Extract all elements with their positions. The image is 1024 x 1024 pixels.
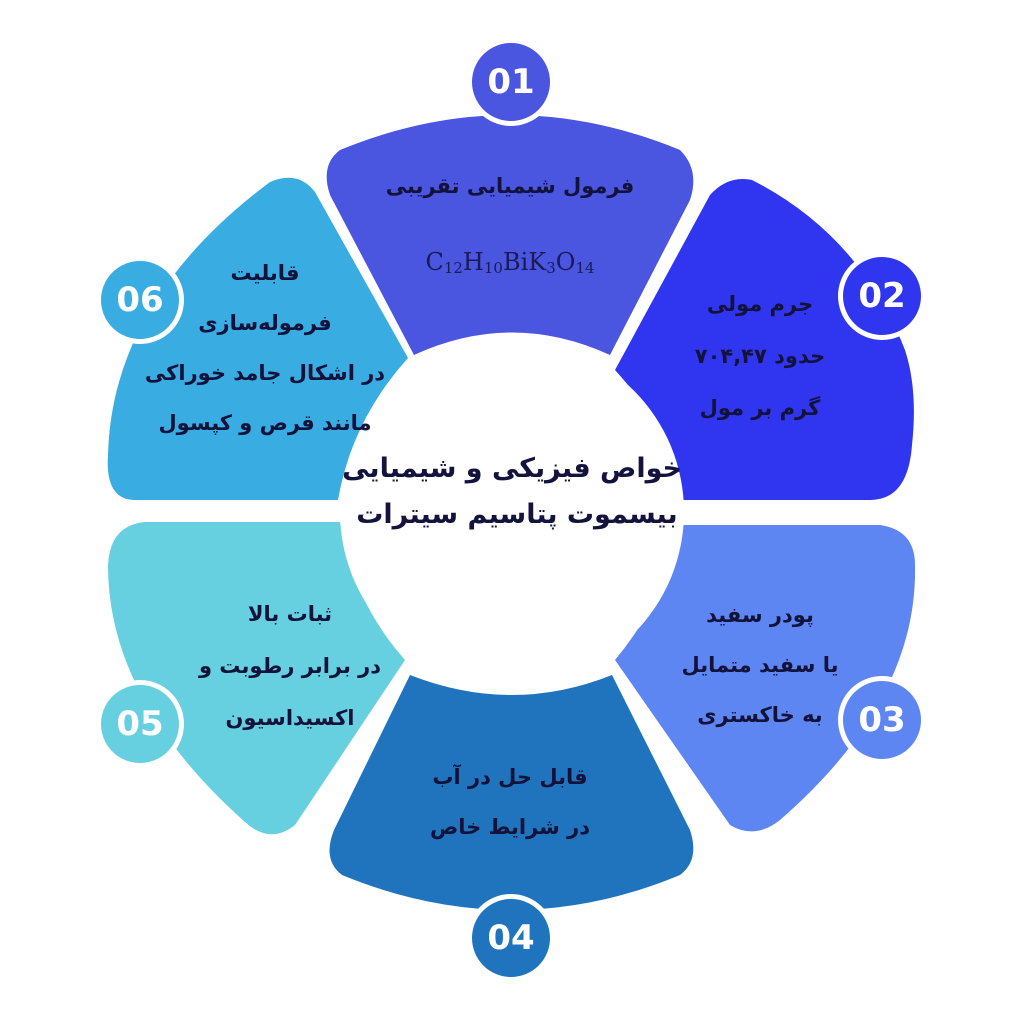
segment-01-formula: C12H10BiK3O14 (425, 248, 595, 277)
badge-06-number: 06 (116, 280, 164, 320)
segment-04-line-2: در شرایط خاص (429, 815, 591, 839)
segment-02-line-3: گرم بر مول (699, 396, 821, 420)
center-title: خواص فیزیکی و شیمیایی بیسموت پتاسیم سیتر… (342, 446, 682, 538)
badge-01-number: 01 (487, 62, 535, 102)
segment-03-line-1: پودر سفید (706, 603, 814, 627)
center-title-line-1: خواص فیزیکی و شیمیایی (342, 453, 682, 484)
badge-05: 05 (96, 680, 184, 768)
center-title-line-2: بیسموت پتاسیم سیترات (356, 499, 678, 530)
segment-06-text: قابلیت فرموله‌سازی در اشکال جامد خوراکی … (130, 248, 400, 448)
badge-05-number: 05 (116, 704, 164, 744)
segment-06-line-3: در اشکال جامد خوراکی (144, 361, 386, 385)
segment-04-line-1: قابل حل در آب (432, 765, 588, 789)
segment-05-line-2: در برابر رطوبت و (198, 654, 382, 678)
segment-05-shape (108, 522, 405, 835)
badge-02-number: 02 (858, 276, 906, 316)
segment-02-line-2: حدود ۷۰۴,۴۷ (694, 344, 826, 368)
segment-01-text: فرمول شیمیایی تقریبی (380, 170, 640, 202)
segment-03-line-3: به خاکستری (697, 703, 823, 727)
segment-05-text: ثبات بالا در برابر رطوبت و اکسیداسیون (160, 588, 420, 744)
segment-01-shape (326, 115, 694, 355)
segment-03-line-2: یا سفید متمایل (681, 653, 839, 677)
segment-03-shape (615, 525, 916, 832)
segment-02-shape (615, 179, 914, 500)
segment-06-shape (107, 177, 409, 500)
segment-05-line-3: اکسیداسیون (225, 706, 355, 730)
center-circle (340, 340, 684, 684)
segment-02-text: جرم مولی حدود ۷۰۴,۴۷ گرم بر مول (650, 278, 870, 434)
segment-04-text: قابل حل در آب در شرایط خاص (390, 752, 630, 852)
badge-03: 03 (838, 676, 926, 764)
badge-04: 04 (467, 894, 555, 982)
badge-04-number: 04 (487, 918, 535, 958)
badge-03-number: 03 (858, 700, 906, 740)
segment-02-line-1: جرم مولی (706, 292, 814, 316)
segment-03-text: پودر سفید یا سفید متمایل به خاکستری (650, 590, 870, 740)
badge-02: 02 (838, 252, 926, 340)
segment-06-line-2: فرموله‌سازی (198, 311, 332, 335)
badge-06: 06 (96, 256, 184, 344)
segment-06-line-1: قابلیت (230, 261, 300, 285)
badge-01: 01 (467, 38, 555, 126)
segment-01-line-1: فرمول شیمیایی تقریبی (385, 174, 635, 198)
segment-05-line-1: ثبات بالا (247, 602, 333, 626)
segment-06-line-4: مانند قرص و کپسول (158, 411, 372, 435)
segment-04-shape (329, 675, 694, 910)
